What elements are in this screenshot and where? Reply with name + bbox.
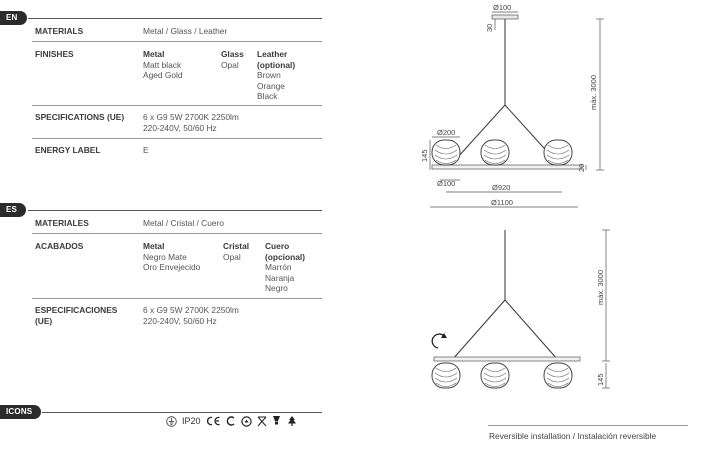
class-mark-icon [226, 416, 234, 426]
drawing-caption: Reversible installation / Instalación re… [489, 431, 657, 441]
list-item: Orange [257, 80, 285, 91]
dim-shade-height: 145 [420, 149, 429, 162]
spec-line: 6 x G9 5W 2700K 2250lm [143, 112, 239, 122]
dim-shade: Ø200 [437, 128, 455, 137]
list-item: Negro [265, 283, 288, 293]
dim-height-bottom: máx. 3000 [596, 270, 605, 305]
ce-mark-icon [206, 416, 220, 426]
dim-height-top: máx. 3000 [589, 75, 598, 110]
column-head: Leather [257, 49, 288, 59]
divider [32, 138, 322, 139]
rotate-arrow-icon [431, 333, 445, 349]
en-finishes-label: FINISHES [35, 49, 74, 59]
label-line: ESPECIFICACIONES [35, 305, 118, 315]
rotate-arrow-head [441, 333, 447, 338]
column-head: Glass [221, 49, 244, 59]
caption-rule [488, 425, 688, 426]
en-specs-label: SPECIFICATIONS (UE) [35, 112, 125, 122]
column-head: Cuero [265, 241, 290, 251]
list-item: Naranja [265, 272, 295, 283]
canopy [491, 14, 519, 20]
ukca-icon [287, 416, 296, 426]
divider [32, 41, 322, 42]
list-item: Aged Gold [143, 70, 183, 80]
es-specs-label: ESPECIFICACIONES (UE) [35, 305, 117, 326]
recycle-icon [240, 415, 252, 427]
arm-right [504, 299, 559, 361]
shade-right [543, 362, 573, 389]
shade-left [431, 362, 461, 389]
list-item: Negro Mate [143, 251, 187, 262]
spec-line: 220-240V, 50/60 Hz [143, 122, 217, 133]
list-item: Black [257, 91, 278, 101]
es-top-rule [28, 210, 322, 211]
column-head: Cristal [223, 241, 250, 251]
es-materials-label: MATERIALES [35, 218, 89, 228]
column-head: Metal [143, 241, 165, 251]
certification-icons: IP20 [166, 415, 298, 427]
en-top-rule [28, 18, 322, 19]
shade-center [480, 362, 510, 389]
en-finish-leather: Leather (optional) Brown Orange Black [257, 49, 295, 102]
ip-rating: IP20 [182, 416, 201, 426]
list-item: Matt black [143, 59, 182, 70]
list-item: Opal [223, 251, 241, 262]
horizontal-bar [433, 356, 581, 362]
dim-bar-height: 20 [577, 164, 586, 172]
en-materials-value: Metal / Glass / Leather [143, 26, 228, 36]
arm-left [451, 299, 506, 361]
list-item: Brown [257, 70, 281, 80]
spec-line: 6 x G9 5W 2700K 2250lm [143, 305, 239, 315]
en-finish-glass: Glass Opal [221, 49, 244, 70]
divider [32, 233, 322, 234]
column-head: (optional) [257, 59, 296, 70]
label-line: (UE) [35, 315, 53, 326]
shade-right [543, 139, 573, 166]
technical-drawing: Ø100 30 máx. 3000 Ø200 145 20 Ø100 Ø920 … [420, 3, 610, 389]
en-finish-metal: Metal Matt black Aged Gold [143, 49, 183, 81]
en-energy-value: E [143, 145, 149, 155]
en-specs-value: 6 x G9 5W 2700K 2250lm 220-240V, 50/60 H… [143, 112, 239, 133]
es-finish-leather: Cuero (opcional) Marrón Naranja Negro [265, 241, 305, 294]
list-item: Oro Envejecido [143, 262, 201, 272]
ground-symbol-icon [166, 415, 177, 427]
dim-canopy: Ø100 [493, 3, 511, 12]
horizontal-bar [431, 164, 583, 170]
divider [32, 298, 322, 299]
icons-top-rule [42, 412, 322, 413]
en-energy-label: ENERGY LABEL [35, 145, 101, 155]
en-tag: EN [0, 11, 27, 25]
list-item: Marrón [265, 262, 292, 272]
icons-tag: ICONS [0, 405, 42, 419]
es-materials-value: Metal / Cristal / Cuero [143, 218, 224, 228]
dim-span-outer: Ø1100 [491, 198, 513, 207]
es-finish-glass: Cristal Opal [223, 241, 249, 262]
spec-line: 220-240V, 50/60 Hz [143, 315, 217, 326]
no-dimmer-icon [257, 416, 266, 426]
es-finishes-label: ACABADOS [35, 241, 84, 251]
column-head: (opcional) [265, 251, 306, 262]
es-finish-metal: Metal Negro Mate Oro Envejecido [143, 241, 200, 273]
en-materials-label: MATERIALS [35, 26, 84, 36]
column-head: Metal [143, 49, 165, 59]
list-item: Opal [221, 59, 239, 70]
dim-shade-height-2: 145 [596, 373, 605, 386]
dim-rod: 30 [485, 24, 494, 32]
dim-bar-end: Ø100 [437, 179, 455, 188]
es-specs-value: 6 x G9 5W 2700K 2250lm 220-240V, 50/60 H… [143, 305, 239, 326]
divider [32, 105, 322, 106]
dim-span-inner: Ø920 [492, 183, 510, 192]
shade-left [431, 139, 461, 166]
bulb-icon [272, 416, 280, 425]
shade-center [480, 139, 510, 166]
es-tag: ES [0, 203, 27, 217]
